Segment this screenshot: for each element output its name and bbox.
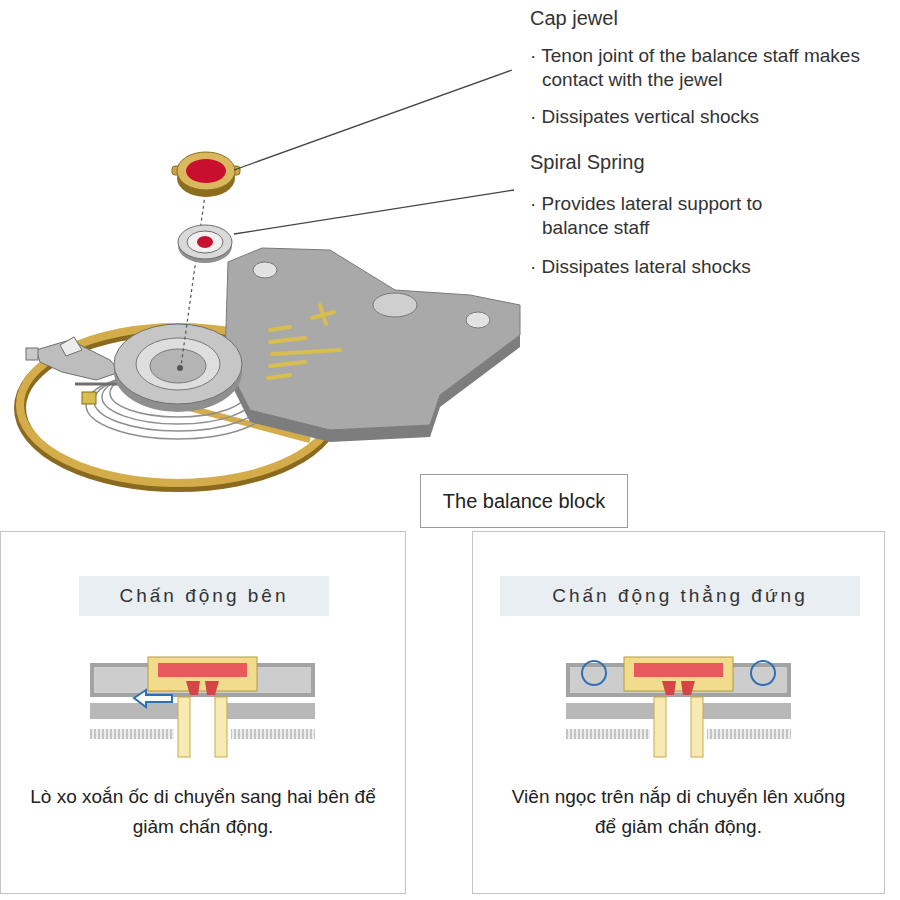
screw-hole: [253, 262, 277, 278]
band-heading: Chấn động thẳng đứng: [552, 585, 808, 607]
leader-line: [234, 70, 512, 170]
seat-bore: [150, 349, 206, 383]
info-panel: Viên ngọc trên nắp di chuyển lên xuống đ…: [472, 531, 885, 894]
lower-plate: [566, 703, 654, 719]
seat-ring: [136, 338, 220, 390]
header-band: Chấn động thẳng đứng: [500, 576, 860, 616]
highlight-circle: [582, 661, 606, 685]
lower-plate: [227, 703, 315, 719]
part-note: · Dissipates lateral shocks: [530, 255, 897, 279]
screw-hole: [373, 293, 417, 317]
hairspring-band: [566, 729, 650, 739]
shift-arrow: [134, 690, 172, 707]
cap-jewel-red: [634, 663, 723, 677]
marking: [270, 327, 290, 330]
part-note: · Dissipates vertical shocks: [530, 105, 897, 129]
gold-setting: [624, 657, 733, 691]
marking: [272, 350, 340, 354]
staff-post: [215, 697, 227, 757]
part-name: Cap jewel: [530, 6, 870, 30]
spring-jewel: [197, 236, 213, 248]
stud: [82, 392, 96, 404]
caption-text: The balance block: [443, 490, 605, 513]
regulator-tip: [60, 337, 82, 356]
panel-text: Lò xo xoắn ốc di chuyển sang hai bên để …: [27, 782, 379, 842]
staff-tip: [177, 365, 183, 371]
gold-setting: [148, 657, 257, 691]
highlight-circle: [751, 661, 775, 685]
leader-line: [234, 190, 514, 234]
lower-plate: [90, 703, 178, 719]
hairspring-band: [231, 729, 315, 739]
marking: [270, 362, 305, 366]
jewel-stone: [186, 159, 226, 183]
staff-post: [691, 697, 703, 757]
stud-arm: [75, 383, 120, 386]
spiral-spring: [178, 225, 232, 263]
cap-jewel-red: [158, 663, 247, 677]
jewel-setting: [177, 152, 235, 190]
spring-outer: [178, 225, 232, 259]
marking: [320, 305, 326, 324]
marking: [268, 375, 290, 378]
panel-text: Viên ngọc trên nắp di chuyển lên xuống đ…: [512, 782, 846, 842]
hairspring-band: [90, 729, 174, 739]
vertical-shock-section: [566, 657, 791, 757]
cap-jewel: [172, 152, 240, 197]
band-heading: Chấn động bên: [120, 585, 289, 607]
plate-top: [225, 248, 520, 430]
caption-box: The balance block: [420, 474, 628, 528]
lateral-shock-section: [90, 657, 315, 757]
regulator: [26, 337, 120, 404]
hairspring-band: [707, 729, 791, 739]
axis-line: [181, 188, 206, 366]
staff-post: [654, 697, 666, 757]
part-note: · Tenon joint of the balance staff makes…: [530, 44, 897, 92]
plate-markings: [268, 305, 340, 378]
lower-plate: [703, 703, 791, 719]
staff-post: [178, 697, 190, 757]
marking: [270, 338, 305, 342]
part-note: · Provides lateral support to balance st…: [530, 192, 804, 240]
screw-hole: [466, 312, 490, 328]
hole-jewel: [186, 681, 219, 695]
spring-inner: [187, 231, 223, 253]
info-panel: Lò xo xoắn ốc di chuyển sang hai bên để …: [0, 531, 406, 894]
regulator-pin: [26, 348, 38, 360]
hole-jewel: [662, 681, 695, 695]
bridge-plate: [225, 248, 520, 442]
shock-setting-seat: [114, 324, 242, 412]
part-name: Spiral Spring: [530, 150, 870, 174]
header-band: Chấn động bên: [79, 576, 329, 616]
seat-top: [114, 324, 242, 404]
